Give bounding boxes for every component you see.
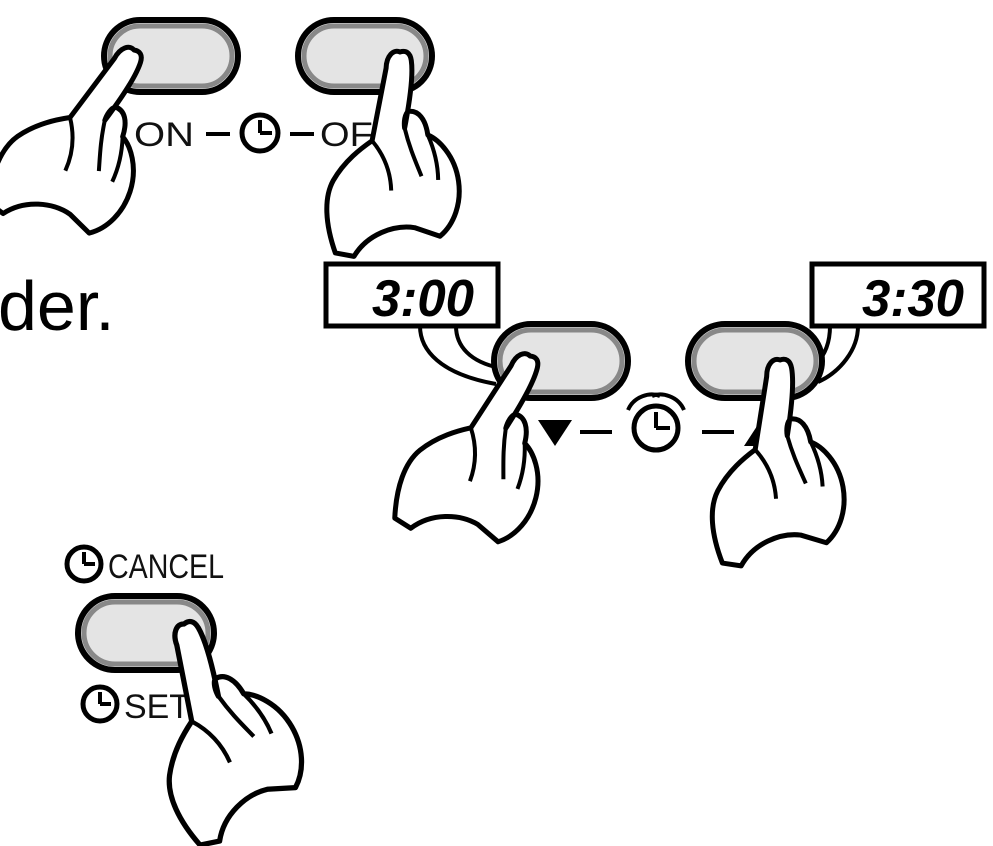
timer-clock-icon xyxy=(64,544,104,584)
cancel-label: CANCEL xyxy=(108,548,224,586)
on-label: ON xyxy=(134,116,194,154)
set-label: SET xyxy=(124,688,190,726)
alarm-clock-icon xyxy=(626,392,686,453)
timer-clock-icon xyxy=(239,112,281,154)
time-display-right-value: 3:30 xyxy=(862,270,964,328)
time-display-left-value: 3:00 xyxy=(372,270,474,328)
time-display-right xyxy=(809,261,987,329)
time-display-left xyxy=(323,261,501,329)
triangle-down-icon xyxy=(538,420,572,446)
timer-clock-icon xyxy=(80,684,120,724)
cancel-set-group: CANCEL SET xyxy=(64,544,323,846)
time-adjust-group: 3:00 3:30 xyxy=(323,261,987,570)
on-off-group: ON OFF xyxy=(0,19,467,259)
heading-fragment: der. xyxy=(0,267,115,345)
